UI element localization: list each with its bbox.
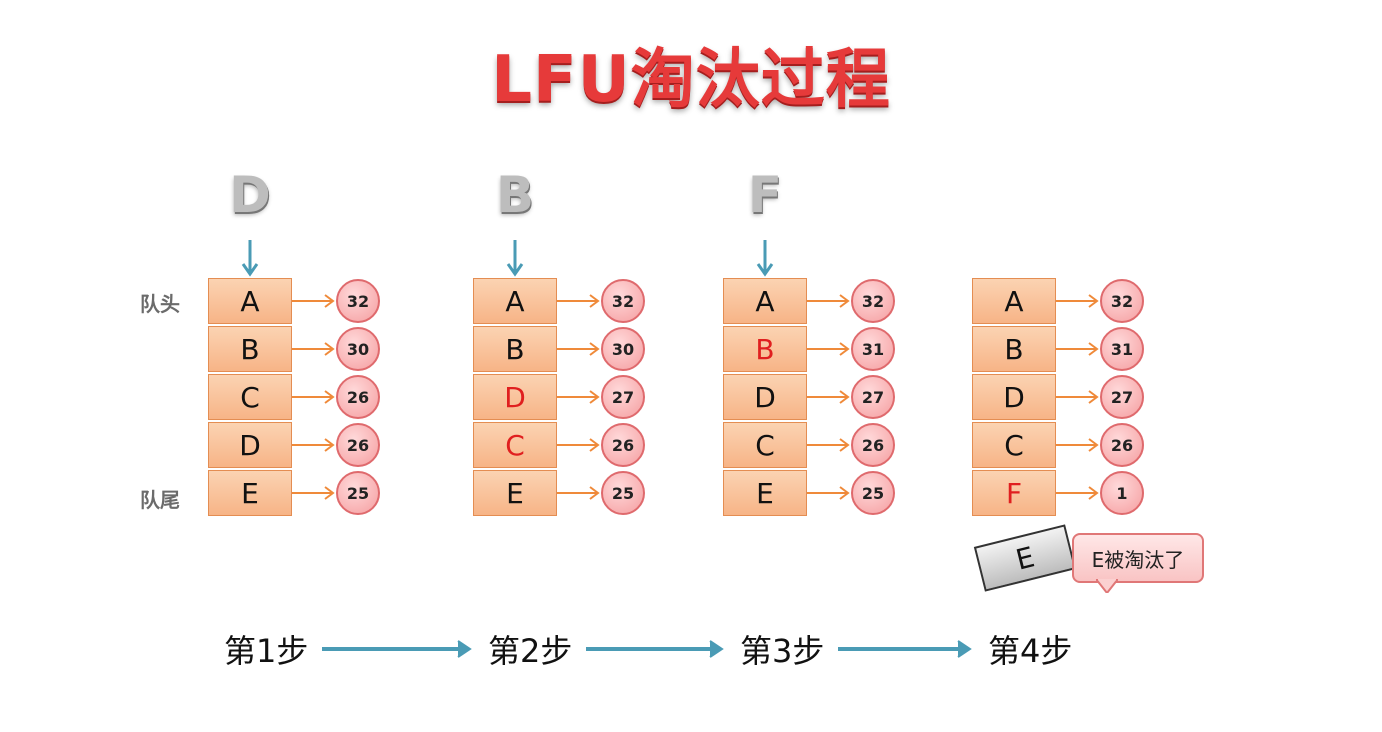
- step-arrow-icon: [586, 640, 724, 658]
- access-count: 30: [336, 327, 380, 371]
- access-count: 32: [1100, 279, 1144, 323]
- queue-cell: B: [473, 326, 557, 372]
- down-arrow-icon: [756, 240, 774, 277]
- access-count: 31: [851, 327, 895, 371]
- queue-cell: A: [723, 278, 807, 324]
- queue-cell: D: [723, 374, 807, 420]
- queue-cell: A: [972, 278, 1056, 324]
- queue-cell: C: [208, 374, 292, 420]
- right-arrow-icon: [1056, 390, 1099, 404]
- incoming-key: F: [747, 166, 783, 224]
- step-label: 第2步: [488, 632, 573, 670]
- access-count: 25: [601, 471, 645, 515]
- eviction-callout: E被淘汰了: [1072, 533, 1204, 583]
- access-count: 26: [336, 375, 380, 419]
- access-count: 31: [1100, 327, 1144, 371]
- access-count: 26: [1100, 423, 1144, 467]
- queue-cell: C: [473, 422, 557, 468]
- access-count: 32: [601, 279, 645, 323]
- down-arrow-icon: [241, 240, 259, 277]
- access-count: 26: [601, 423, 645, 467]
- queue-cell: D: [972, 374, 1056, 420]
- step-arrow-icon: [838, 640, 972, 658]
- access-count: 32: [851, 279, 895, 323]
- right-arrow-icon: [292, 294, 335, 308]
- right-arrow-icon: [807, 438, 850, 452]
- access-count: 27: [851, 375, 895, 419]
- right-arrow-icon: [807, 294, 850, 308]
- right-arrow-icon: [292, 342, 335, 356]
- evicted-item: E: [973, 524, 1077, 592]
- right-arrow-icon: [292, 390, 335, 404]
- access-count: 25: [851, 471, 895, 515]
- step-label: 第1步: [224, 632, 309, 670]
- access-count: 30: [601, 327, 645, 371]
- right-arrow-icon: [557, 390, 600, 404]
- page-title: LFU淘汰过程: [491, 43, 891, 117]
- right-arrow-icon: [1056, 294, 1099, 308]
- queue-cell: C: [972, 422, 1056, 468]
- down-arrow-icon: [506, 240, 524, 277]
- right-arrow-icon: [807, 390, 850, 404]
- access-count: 25: [336, 471, 380, 515]
- queue-cell: D: [473, 374, 557, 420]
- access-count: 32: [336, 279, 380, 323]
- incoming-key: B: [495, 166, 535, 224]
- right-arrow-icon: [807, 342, 850, 356]
- queue-cell: B: [972, 326, 1056, 372]
- queue-cell: B: [208, 326, 292, 372]
- right-arrow-icon: [557, 294, 600, 308]
- queue-cell: B: [723, 326, 807, 372]
- incoming-key: D: [229, 166, 271, 224]
- queue-cell: A: [473, 278, 557, 324]
- right-arrow-icon: [557, 486, 600, 500]
- right-arrow-icon: [292, 486, 335, 500]
- queue-cell: D: [208, 422, 292, 468]
- right-arrow-icon: [292, 438, 335, 452]
- queue-cell: A: [208, 278, 292, 324]
- step-label: 第4步: [988, 632, 1073, 670]
- callout-tail: [1096, 579, 1118, 593]
- access-count: 27: [601, 375, 645, 419]
- right-arrow-icon: [1056, 486, 1099, 500]
- right-arrow-icon: [557, 342, 600, 356]
- step-label: 第3步: [740, 632, 825, 670]
- access-count: 27: [1100, 375, 1144, 419]
- queue-cell: C: [723, 422, 807, 468]
- right-arrow-icon: [1056, 342, 1099, 356]
- queue-cell: E: [473, 470, 557, 516]
- right-arrow-icon: [1056, 438, 1099, 452]
- queue-cell: E: [208, 470, 292, 516]
- queue-cell: F: [972, 470, 1056, 516]
- queue-cell: E: [723, 470, 807, 516]
- queue-tail-label: 队尾: [140, 488, 180, 512]
- right-arrow-icon: [807, 486, 850, 500]
- queue-head-label: 队头: [140, 292, 180, 316]
- step-arrow-icon: [322, 640, 472, 658]
- right-arrow-icon: [557, 438, 600, 452]
- access-count: 1: [1100, 471, 1144, 515]
- access-count: 26: [851, 423, 895, 467]
- access-count: 26: [336, 423, 380, 467]
